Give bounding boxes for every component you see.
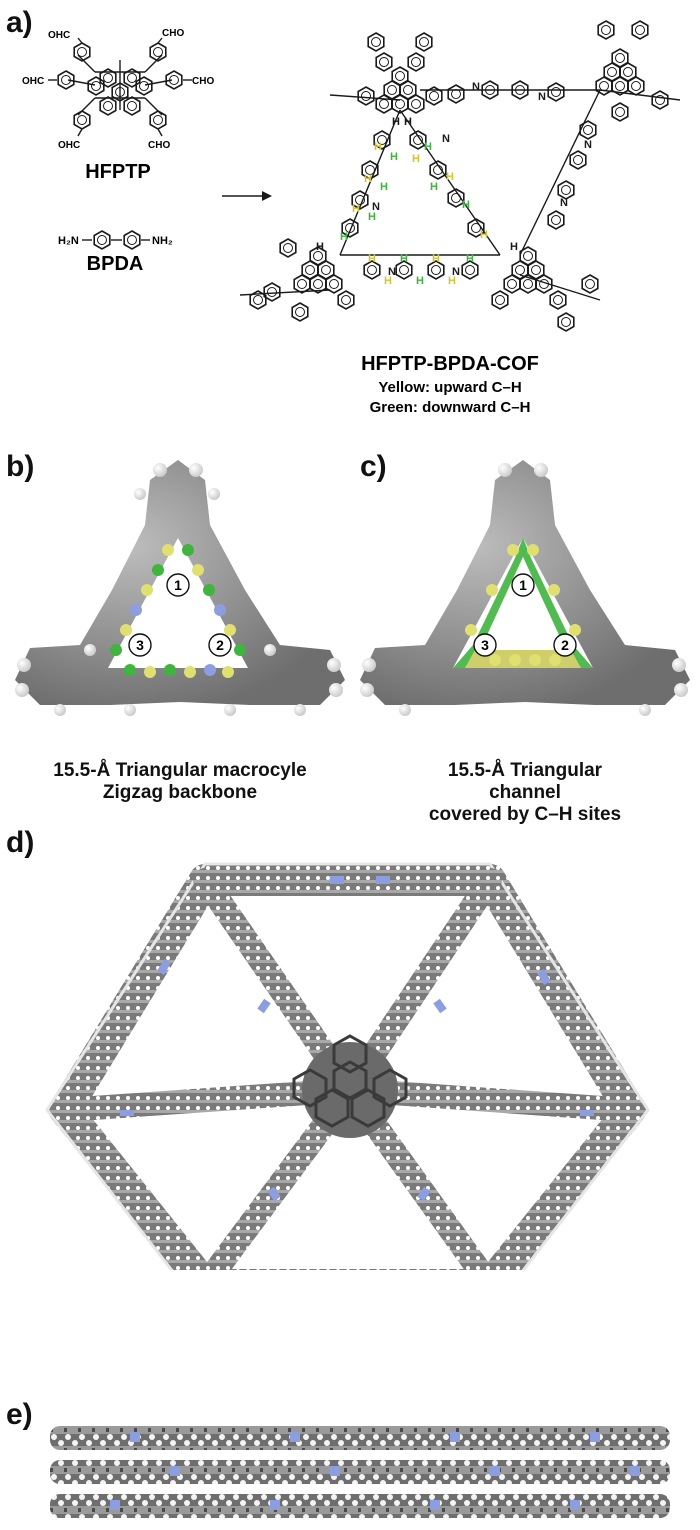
svg-text:H: H [430, 181, 438, 193]
cof-node-topright [595, 20, 669, 122]
svg-text:H: H [462, 199, 470, 211]
svg-text:H: H [416, 275, 424, 287]
svg-text:H: H [446, 171, 454, 183]
panel-b-caption-line1: 15.5-Å Triangular macrocyle [53, 760, 307, 781]
panel-e-layer-stack [50, 1426, 670, 1518]
cof-node-left [263, 238, 355, 322]
svg-text:H: H [448, 275, 456, 287]
layer-1 [50, 1426, 670, 1450]
svg-text:N: N [472, 81, 480, 93]
panel-b-macrocycle: 1 2 3 [15, 460, 345, 716]
panel-e-letter: e) [6, 1398, 33, 1431]
channel-site-label-2: 2 [561, 637, 569, 653]
site-label-2: 2 [216, 637, 224, 653]
svg-text:H: H [316, 241, 324, 253]
channel-site-label-1: 1 [519, 577, 527, 593]
svg-text:H: H [510, 241, 518, 253]
panel-c-caption-line1: 15.5-Å Triangular [447, 760, 603, 781]
svg-text:N: N [388, 266, 396, 278]
ohc-label-1: OHC [48, 30, 70, 41]
svg-text:H: H [352, 203, 360, 215]
svg-text:H: H [374, 141, 382, 153]
svg-text:H: H [368, 211, 376, 223]
cho-label-1: CHO [162, 28, 184, 39]
panel-b-letter: b) [6, 450, 35, 483]
site-label-1: 1 [174, 577, 182, 593]
layer-2 [50, 1460, 670, 1484]
product-name: HFPTP-BPDA-COF [361, 353, 539, 375]
panel-b-caption-line2: Zigzag backbone [102, 782, 258, 803]
svg-text:H: H [392, 116, 400, 128]
svg-text:H: H [368, 253, 376, 265]
cof-imine-n: N N N N N N N N [372, 81, 592, 278]
bpda-structure: H₂N NH₂ [58, 230, 173, 250]
svg-text:H: H [466, 253, 474, 265]
svg-text:H: H [364, 173, 372, 185]
panel-a-scheme: OHC CHO OHC CHO OHC CHO HFPTP H₂N NH₂ BP… [22, 20, 681, 416]
svg-text:H: H [390, 151, 398, 163]
cof-node-right [491, 246, 599, 332]
ohc-label-3: OHC [58, 140, 80, 151]
panel-c-caption: 15.5-Å Triangular channel covered by C–H… [350, 760, 700, 826]
cof-node-top [357, 32, 443, 114]
svg-text:H: H [400, 253, 408, 265]
svg-text:H: H [424, 141, 432, 153]
svg-text:H: H [404, 116, 412, 128]
cho-label-3: CHO [148, 140, 170, 151]
nh2-label: NH₂ [152, 235, 173, 247]
site-label-3: 3 [136, 637, 144, 653]
panel-c-channel: 1 2 3 [360, 460, 690, 716]
central-core [292, 1034, 408, 1138]
hfptp-name: HFPTP [85, 161, 151, 183]
hfptp-structure: OHC CHO OHC CHO OHC CHO [22, 28, 214, 151]
bpda-name: BPDA [87, 253, 144, 275]
svg-text:H: H [384, 275, 392, 287]
svg-text:H: H [412, 153, 420, 165]
ohc-label-2: OHC [22, 76, 44, 87]
svg-text:N: N [372, 201, 380, 213]
h2n-label: H₂N [58, 235, 79, 247]
svg-text:H: H [480, 229, 488, 241]
legend-yellow: Yellow: upward C–H [378, 379, 521, 396]
channel-site-label-3: 3 [481, 637, 489, 653]
panel-c-caption-line3: covered by C–H sites [428, 804, 622, 825]
svg-text:N: N [584, 139, 592, 151]
panel-d-hexagonal-framework [45, 862, 650, 1270]
svg-text:H: H [380, 181, 388, 193]
layer-3 [50, 1494, 670, 1518]
svg-text:H: H [340, 231, 348, 243]
svg-text:N: N [538, 91, 546, 103]
panel-a-letter: a) [6, 6, 33, 39]
cho-label-2: CHO [192, 76, 214, 87]
panel-c-letter: c) [360, 450, 387, 483]
svg-text:N: N [452, 266, 460, 278]
svg-text:H: H [432, 253, 440, 265]
reaction-arrow [222, 191, 272, 201]
panel-b-caption: 15.5-Å Triangular macrocyle Zigzag backb… [0, 760, 360, 804]
svg-text:N: N [560, 197, 568, 209]
svg-text:N: N [442, 133, 450, 145]
legend-green: Green: downward C–H [370, 399, 531, 416]
panel-c-caption-line2: channel [489, 782, 561, 803]
panel-d-letter: d) [6, 826, 35, 859]
